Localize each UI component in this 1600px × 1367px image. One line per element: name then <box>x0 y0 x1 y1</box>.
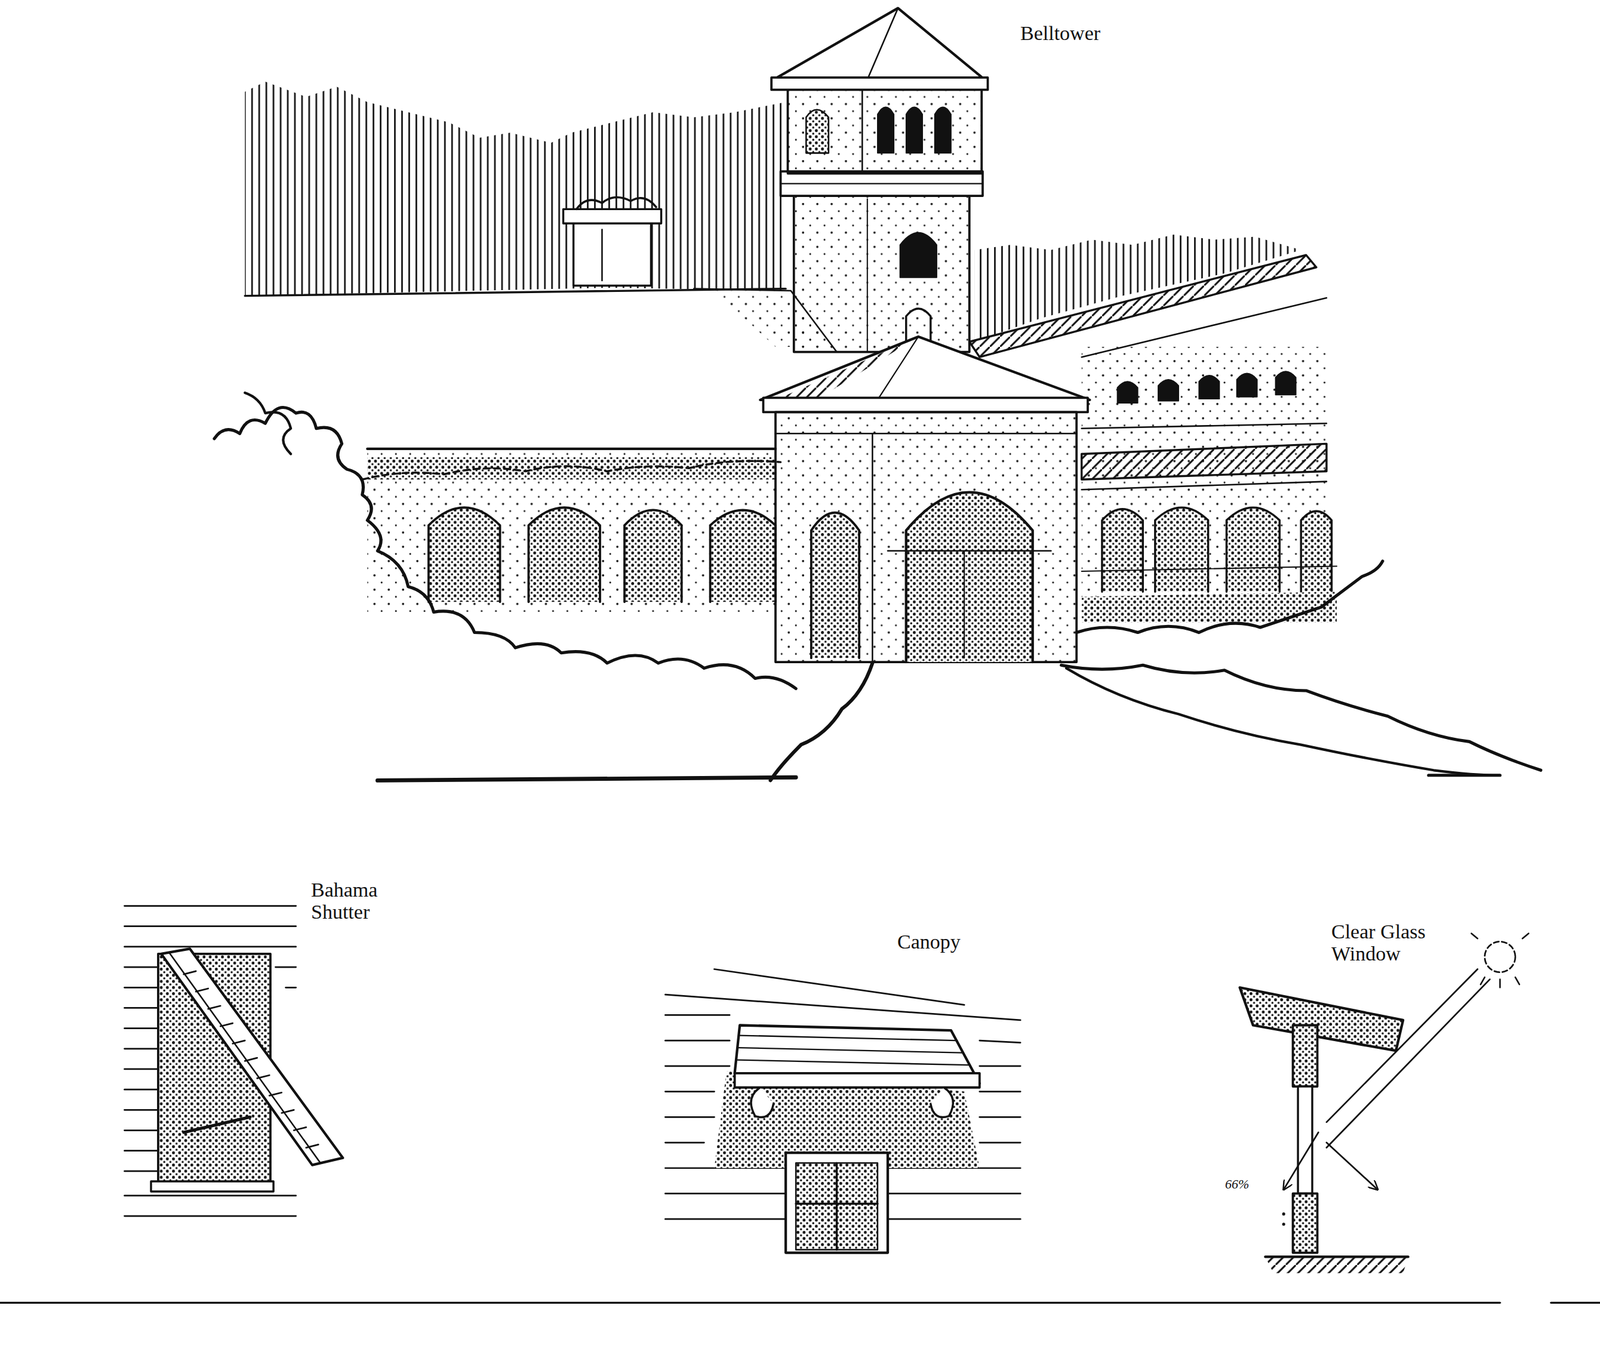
part-label: Belltower <box>1020 22 1176 45</box>
part-label: Bahama Shutter <box>311 879 392 923</box>
part-label: 66% <box>1225 1177 1267 1192</box>
part-label: Clear Glass Window <box>1331 921 1454 965</box>
part-label: Canopy <box>897 931 1017 954</box>
